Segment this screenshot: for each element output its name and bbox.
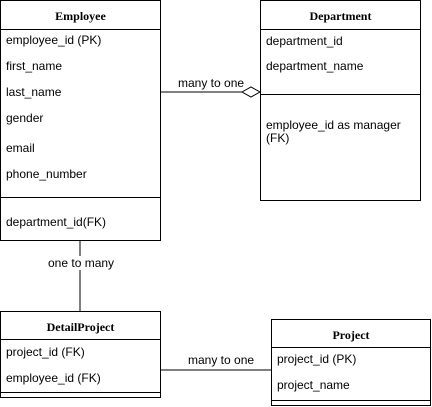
department-attr-department-name: department_name <box>266 59 364 73</box>
detailproject-attr-project-id: project_id (FK) <box>6 345 85 359</box>
employee-attr-phone-number: phone_number <box>6 167 87 181</box>
project-title-divider <box>272 347 430 348</box>
employee-title: Employee <box>55 9 106 23</box>
detailproject-attr-employee-id: employee_id (FK) <box>6 371 101 385</box>
employee-attr-last-name: last_name <box>6 85 62 99</box>
project-title: Project <box>332 328 370 342</box>
employee-title-divider <box>1 29 160 30</box>
employee-fk-divider <box>1 197 160 198</box>
relationship-label-employee-detailproject: one to many <box>47 256 116 270</box>
department-fk-divider <box>261 94 420 95</box>
project-attr-project-name: project_name <box>277 378 350 392</box>
employee-entity[interactable]: Employee employee_id (PK) first_name las… <box>0 0 161 241</box>
relationship-label-detailproject-project: many to one <box>188 353 255 367</box>
detailproject-title: DetailProject <box>46 320 115 334</box>
detailproject-title-divider <box>1 339 160 340</box>
employee-attr-first-name: first_name <box>6 59 63 73</box>
project-bottom-divider <box>272 400 430 401</box>
department-title: Department <box>309 9 372 23</box>
detailproject-bottom-divider <box>1 392 160 393</box>
relationship-label-employee-department: many to one <box>178 76 245 90</box>
department-attr-employee-id-manager: employee_id as manager (FK) <box>266 118 401 145</box>
aggregation-diamond <box>240 86 262 98</box>
detailproject-entity[interactable]: DetailProject project_id (FK) employee_i… <box>0 311 161 398</box>
employee-attr-gender: gender <box>6 111 44 125</box>
department-entity[interactable]: Department department_id (PK) department… <box>260 0 421 201</box>
employee-attr-department-id: department_id(FK) <box>6 215 107 229</box>
project-attr-project-id: project_id (PK) <box>277 352 357 366</box>
employee-attr-email: email <box>6 141 35 155</box>
department-attr-department-id: department_id (PK) <box>266 35 343 49</box>
employee-attr-employee-id: employee_id (PK) <box>6 33 102 47</box>
project-entity[interactable]: Project project_id (PK) project_name <box>271 319 431 406</box>
department-title-divider <box>261 29 420 30</box>
